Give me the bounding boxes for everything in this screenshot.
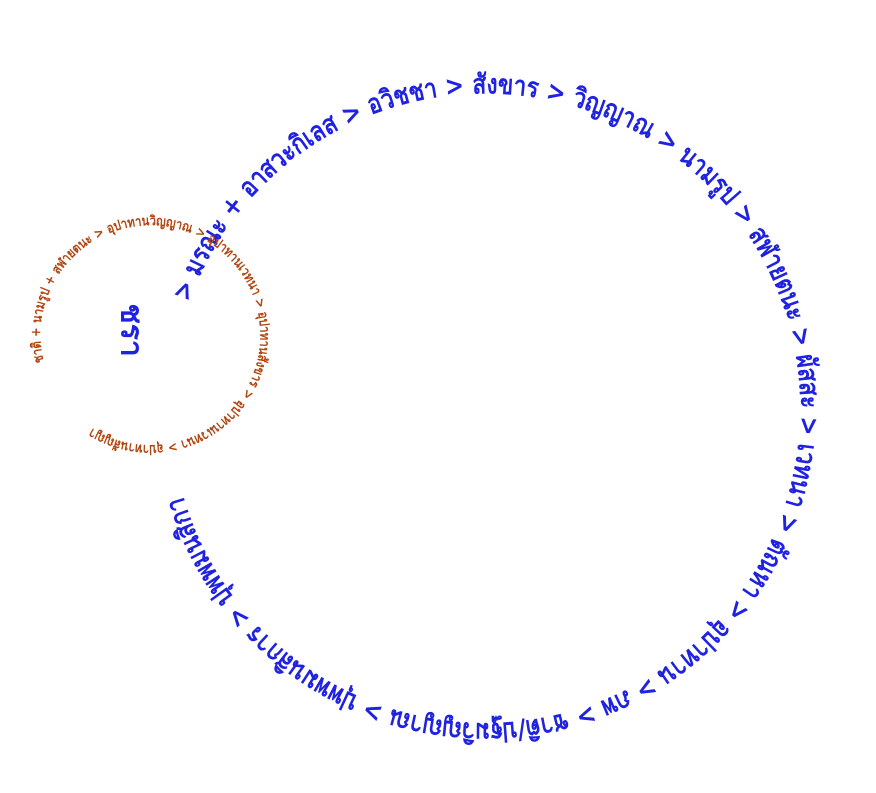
outer-cycle-textpath: > มรณะ + อาสวะกิเลส > อวิชชา > สังขาร > … [0,0,825,747]
center-label: ชรา [114,303,149,356]
outer-cycle-text: > มรณะ + อาสวะกิเลส > อวิชชา > สังขาร > … [0,0,825,747]
